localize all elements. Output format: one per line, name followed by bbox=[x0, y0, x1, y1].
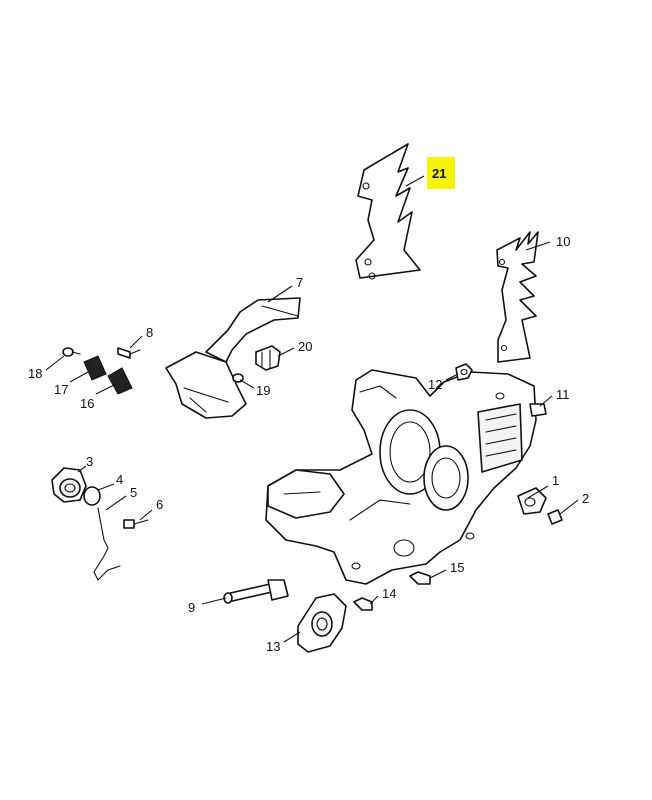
callout-11: 11 bbox=[556, 387, 570, 402]
part-9-rod bbox=[223, 579, 289, 604]
callout-18: 18 bbox=[28, 366, 42, 381]
part-2-screw bbox=[547, 509, 563, 525]
callout-20: 20 bbox=[298, 339, 312, 354]
part-5-retaining-wire bbox=[93, 507, 121, 581]
part-3-cap bbox=[51, 467, 87, 503]
part-11-bolt bbox=[529, 403, 547, 417]
part-13-flange bbox=[297, 593, 347, 653]
callout-8: 8 bbox=[146, 325, 153, 340]
callout-7: 7 bbox=[296, 275, 303, 290]
highlight-box bbox=[427, 157, 455, 189]
callout-9: 9 bbox=[188, 600, 195, 615]
callout-labels: 1 2 3 4 5 6 7 8 9 10 11 12 13 14 15 16 1… bbox=[28, 166, 589, 654]
callout-14: 14 bbox=[382, 586, 396, 601]
callout-10: 10 bbox=[556, 234, 570, 249]
callout-2: 2 bbox=[582, 491, 589, 506]
callout-5: 5 bbox=[130, 485, 137, 500]
part-7-handguard bbox=[165, 297, 301, 419]
part-17-annular-buffer bbox=[83, 355, 107, 381]
callout-15: 15 bbox=[450, 560, 464, 575]
part-4-oring bbox=[83, 486, 101, 506]
callout-3: 3 bbox=[86, 454, 93, 469]
callout-1: 1 bbox=[552, 473, 559, 488]
callout-13: 13 bbox=[266, 639, 280, 654]
part-6-screw bbox=[123, 519, 149, 529]
part-14-screw bbox=[353, 597, 373, 611]
leader-lines bbox=[45, 175, 579, 643]
part-21-bumper-spike bbox=[355, 143, 421, 280]
part-18-screw bbox=[62, 347, 81, 357]
callout-6: 6 bbox=[156, 497, 163, 512]
crankcase bbox=[265, 369, 537, 585]
callout-17: 17 bbox=[54, 382, 68, 397]
part-15-screw bbox=[409, 571, 431, 585]
part-1-guide bbox=[517, 487, 547, 515]
part-8-screw bbox=[117, 347, 141, 359]
part-16-annular-buffer bbox=[107, 367, 133, 395]
part-20-clip bbox=[255, 345, 281, 371]
callout-21: 21 bbox=[432, 166, 446, 181]
callout-4: 4 bbox=[116, 472, 123, 487]
callout-12: 12 bbox=[428, 377, 442, 392]
callout-19: 19 bbox=[256, 383, 270, 398]
part-10-bumper-spike bbox=[496, 231, 539, 363]
callout-16: 16 bbox=[80, 396, 94, 411]
part-12-nut bbox=[455, 363, 473, 381]
